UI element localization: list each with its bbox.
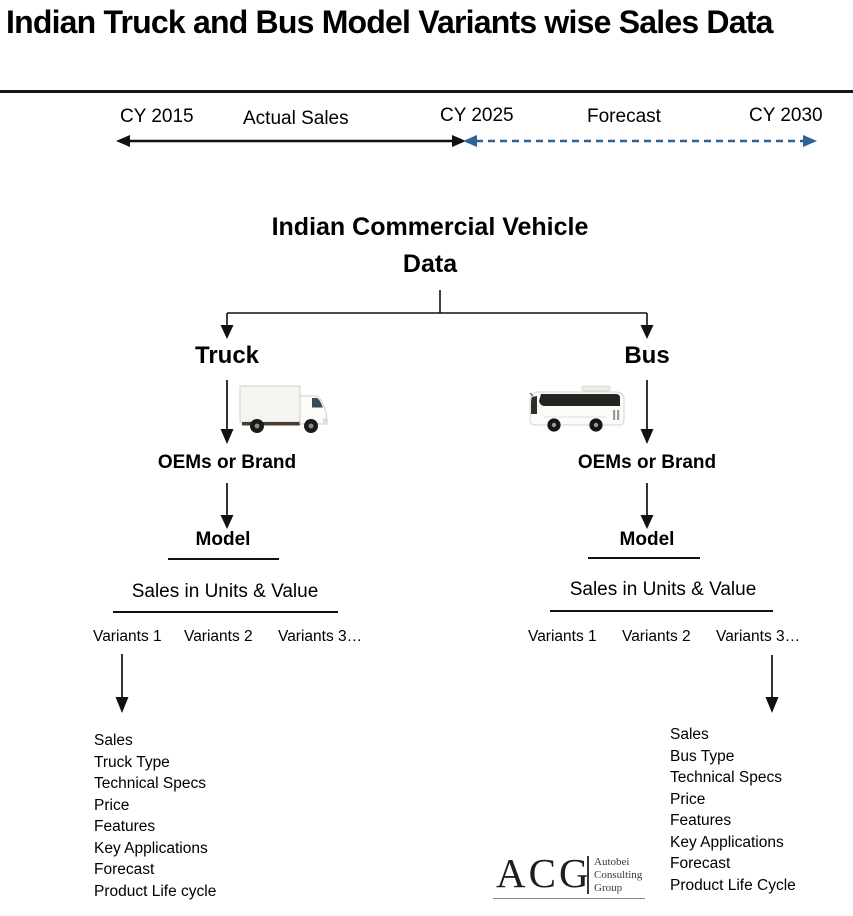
truck-variant-3: Variants 3… <box>278 628 363 645</box>
truck-sales-underline <box>113 611 338 613</box>
acg-logo-acronym: ACG <box>496 850 592 896</box>
down-arrow-icon <box>640 483 654 529</box>
bus-detail-item: Technical Specs <box>670 769 783 786</box>
bus-detail-item: Product Life Cycle <box>670 876 796 894</box>
truck-detail-item: Price <box>94 796 130 814</box>
truck-detail-item: Truck Type <box>94 753 170 771</box>
acg-logo-org-line: Consulting <box>594 869 643 881</box>
acg-logo-org-line: Group <box>594 882 623 894</box>
bus-variant-1: Variants 1 <box>528 628 597 645</box>
bus-variant-3: Variants 3… <box>716 628 801 645</box>
truck-variant-2: Variants 2 <box>184 628 253 645</box>
truck-model-underline <box>168 558 279 560</box>
down-arrow-icon <box>115 654 129 713</box>
down-arrow-icon <box>220 380 234 444</box>
timeline-actual-sales-label: Actual Sales <box>243 108 349 129</box>
truck-detail-list: Sales Truck Type Technical Specs Price F… <box>94 730 216 902</box>
bus-label: Bus <box>624 342 670 369</box>
truck-detail-item: Technical Specs <box>94 775 207 792</box>
bus-detail-list: Sales Bus Type Technical Specs Price Fea… <box>670 724 796 896</box>
timeline-start-year: CY 2015 <box>120 106 194 127</box>
down-arrow-icon <box>220 483 234 529</box>
down-arrow-icon <box>765 655 779 713</box>
truck-detail-item: Sales <box>94 732 133 749</box>
bus-sales-label: Sales in Units & Value <box>569 579 757 600</box>
truck-detail-item: Forecast <box>94 861 155 878</box>
bus-variant-2: Variants 2 <box>622 628 691 645</box>
acg-logo: ACG Autobei Consulting Group <box>492 847 652 905</box>
timeline-forecast-label: Forecast <box>587 106 661 127</box>
root-heading-line1: Indian Commercial Vehicle <box>271 213 589 241</box>
root-heading-line2: Data <box>402 250 458 278</box>
title-divider <box>0 90 853 93</box>
acg-logo-org-line: Autobei <box>594 856 630 868</box>
bus-detail-item: Sales <box>670 726 709 743</box>
down-arrow-icon <box>640 380 654 444</box>
truck-model-label: Model <box>195 529 251 550</box>
bus-sales-underline <box>550 610 773 612</box>
timeline-mid-year: CY 2025 <box>440 105 514 126</box>
acg-logo-underline <box>493 898 645 899</box>
bus-oem-label: OEMs or Brand <box>577 452 717 473</box>
actual-sales-arrow-icon <box>116 135 466 147</box>
truck-detail-item: Features <box>94 818 156 835</box>
timeline-end-year: CY 2030 <box>749 105 823 126</box>
bus-model-underline <box>588 557 700 559</box>
branch-connector <box>220 290 654 339</box>
bus-model-label: Model <box>619 529 675 550</box>
bus-detail-item: Price <box>670 790 706 808</box>
truck-detail-item: Product Life cycle <box>94 882 217 900</box>
acg-logo-divider <box>587 856 589 894</box>
bus-icon <box>529 385 625 432</box>
bus-detail-item: Features <box>670 812 732 829</box>
truck-detail-item: Key Applications <box>94 839 208 857</box>
page-title: Indian Truck and Bus Model Variants wise… <box>6 4 773 40</box>
bus-detail-item: Forecast <box>670 855 731 872</box>
truck-variant-1: Variants 1 <box>93 628 162 645</box>
forecast-dashed-arrow-icon <box>463 135 817 147</box>
bus-detail-item: Bus Type <box>670 747 735 765</box>
truck-label: Truck <box>194 342 260 369</box>
root-heading: Indian Commercial Vehicle Data <box>230 209 630 283</box>
truck-icon <box>239 385 328 433</box>
bus-detail-item: Key Applications <box>670 833 784 851</box>
truck-oem-label: OEMs or Brand <box>157 452 297 473</box>
acg-logo-org-name: Autobei Consulting Group <box>594 856 642 895</box>
truck-sales-label: Sales in Units & Value <box>131 581 319 602</box>
